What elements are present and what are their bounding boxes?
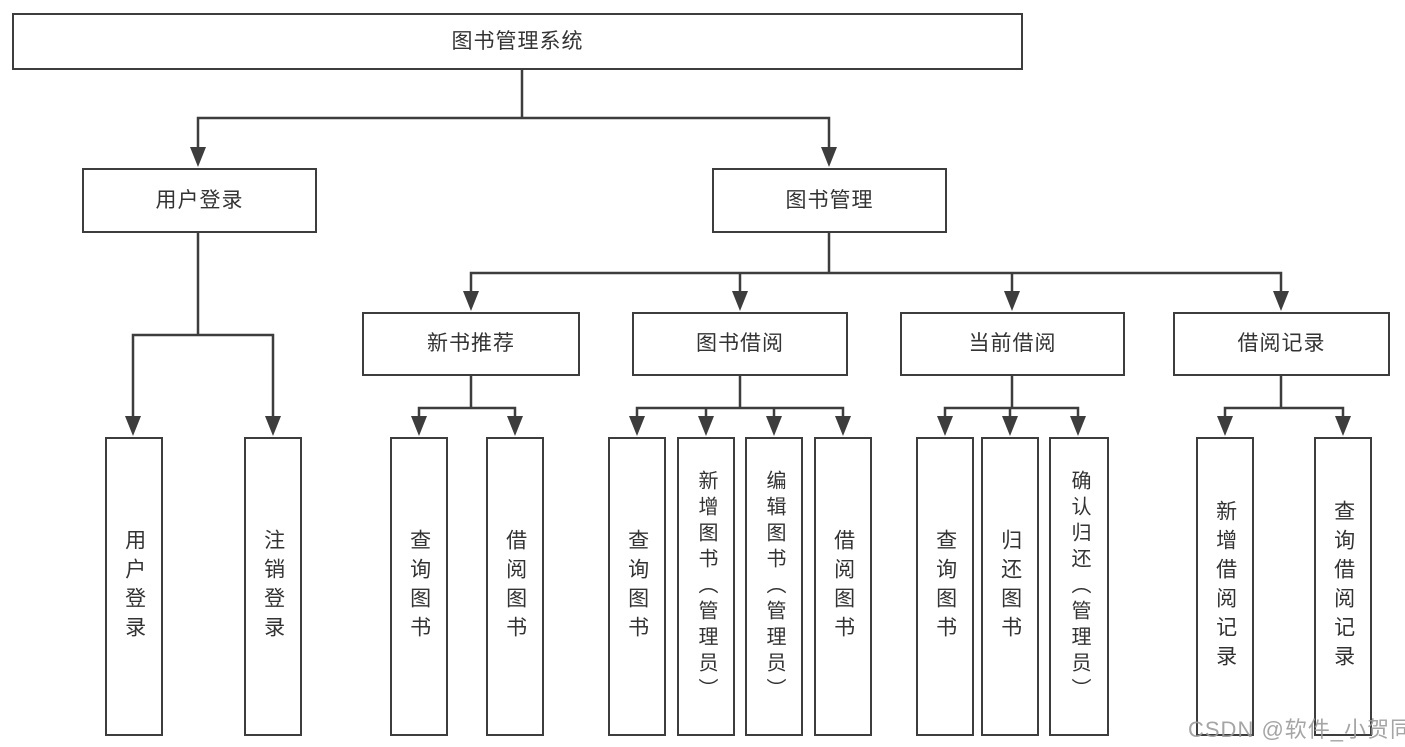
csdn-watermark: CSDN @软件_小贺同学 xyxy=(1188,717,1405,742)
node-user-login-action: 用户登录 xyxy=(105,437,163,736)
node-new-book-recommend: 新书推荐 xyxy=(362,312,580,376)
node-current-confirm-return-admin: 确认归还（管理员） xyxy=(1049,437,1109,736)
node-borrow-add-books-admin: 新增图书（管理员） xyxy=(677,437,735,736)
node-book-borrowing: 图书借阅 xyxy=(632,312,848,376)
node-borrow-edit-books-admin: 编辑图书（管理员） xyxy=(745,437,803,736)
node-recommend-borrow-books: 借阅图书 xyxy=(486,437,544,736)
node-current-query-books: 查询图书 xyxy=(916,437,974,736)
node-current-return-books: 归还图书 xyxy=(981,437,1039,736)
node-user-login: 用户登录 xyxy=(82,168,317,233)
node-records-add-record: 新增借阅记录 xyxy=(1196,437,1254,736)
node-borrowing-records: 借阅记录 xyxy=(1173,312,1390,376)
node-records-query-record: 查询借阅记录 xyxy=(1314,437,1372,736)
node-root-system: 图书管理系统 xyxy=(12,13,1023,70)
node-borrow-query-books: 查询图书 xyxy=(608,437,666,736)
node-current-borrowing: 当前借阅 xyxy=(900,312,1125,376)
node-logout-action: 注销登录 xyxy=(244,437,302,736)
node-recommend-query-books: 查询图书 xyxy=(390,437,448,736)
node-book-management: 图书管理 xyxy=(712,168,947,233)
node-borrow-borrow-books: 借阅图书 xyxy=(814,437,872,736)
